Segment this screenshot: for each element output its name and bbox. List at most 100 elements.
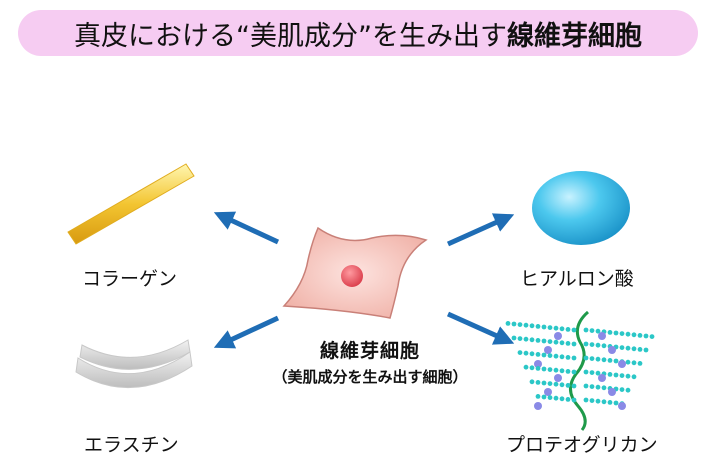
proteoglycan-chain-bead: [607, 358, 613, 363]
proteoglycan-chain-bead: [565, 369, 571, 374]
proteoglycan-chain-bead: [553, 381, 559, 387]
proteoglycan-chain-bead: [505, 321, 511, 326]
proteoglycan-chain-bead: [589, 398, 595, 403]
proteoglycan-chain-bead: [517, 322, 523, 327]
proteoglycan-chain-bead: [595, 356, 601, 362]
proteoglycan-chain-bead: [559, 382, 565, 388]
proteoglycan-chain-bead: [559, 340, 565, 346]
proteoglycan-chain-bead: [523, 336, 529, 342]
proteoglycan-chain-bead: [511, 321, 517, 327]
label-elastin: エラスチン: [84, 434, 179, 456]
proteoglycan-chain-bead: [601, 357, 607, 363]
proteoglycan-chain-bead: [625, 373, 631, 379]
proteoglycan-chain-bead: [535, 380, 541, 385]
proteoglycan-chain-bead: [565, 341, 571, 346]
collagen-icon: [67, 163, 195, 245]
proteoglycan-chain-bead: [631, 346, 637, 352]
proteoglycan-dot: [618, 402, 626, 410]
proteoglycan-chain-bead: [613, 330, 619, 336]
proteoglycan-chain-bead: [607, 400, 613, 405]
proteoglycan-core: [569, 310, 590, 431]
proteoglycan-chain-bead: [625, 359, 631, 365]
proteoglycan-chain-bead: [529, 323, 535, 329]
proteoglycan-chain-bead: [547, 367, 553, 372]
proteoglycan-chain-bead: [529, 365, 535, 371]
proteoglycan-chain-bead: [589, 356, 595, 361]
proteoglycan-chain-bead: [529, 337, 535, 343]
proteoglycan-chain-bead: [583, 341, 589, 347]
proteoglycan-chain-bead: [595, 328, 601, 334]
proteoglycan-chain-bead: [565, 327, 571, 332]
arrow-to-collagen: [213, 211, 280, 245]
fibroblast-name: 線維芽細胞: [319, 340, 420, 362]
proteoglycan-chain-bead: [625, 331, 631, 337]
fibroblast-cell-icon: [282, 226, 428, 319]
proteoglycan-chain-bead: [571, 383, 577, 389]
proteoglycan-dot: [534, 360, 542, 368]
proteoglycan-chain-bead: [529, 379, 535, 385]
proteoglycan-chain-bead: [601, 399, 607, 405]
proteoglycan-chain-bead: [649, 334, 655, 339]
fibroblast-subtitle: （美肌成分を生み出す細胞）: [272, 368, 468, 386]
proteoglycan-chain-bead: [583, 397, 589, 403]
proteoglycan-chain-bead: [595, 384, 601, 390]
arrows: [213, 211, 515, 349]
proteoglycan-chain-bead: [643, 347, 649, 353]
proteoglycan-chain-bead: [607, 372, 613, 377]
proteoglycan-chain-bead: [571, 327, 577, 333]
proteoglycan-chain-bead: [511, 335, 517, 341]
proteoglycan-chain-bead: [625, 387, 631, 393]
proteoglycan-chain-bead: [619, 373, 625, 378]
title-bold: 線維芽細胞: [506, 20, 642, 52]
proteoglycan-dot: [534, 402, 542, 410]
label-hyaluronic-acid: ヒアルロン酸: [520, 268, 634, 290]
proteoglycan-dot: [598, 332, 606, 340]
proteoglycan-chain-bead: [541, 352, 547, 358]
arrow-to-elastin: [213, 315, 280, 349]
proteoglycan-chain-bead: [559, 326, 565, 332]
proteoglycan-chain-bead: [619, 331, 625, 336]
proteoglycan-chain-bead: [571, 341, 577, 347]
proteoglycan-chain-bead: [619, 345, 625, 350]
proteoglycan-chain-bead: [535, 366, 541, 371]
proteoglycan-chain-bead: [571, 355, 577, 361]
proteoglycan-chain-bead: [541, 338, 547, 344]
proteoglycan-chain-bead: [517, 336, 523, 341]
proteoglycan-chain-bead: [595, 342, 601, 348]
proteoglycan-chain-bead: [553, 395, 559, 401]
proteoglycan-dot: [608, 346, 616, 354]
proteoglycan-chain-bead: [535, 352, 541, 357]
proteoglycan-chain-bead: [643, 333, 649, 339]
proteoglycan-chain-bead: [583, 355, 589, 361]
proteoglycan-chain-bead: [571, 369, 577, 375]
proteoglycan-dot: [554, 374, 562, 382]
proteoglycan-chain-bead: [589, 328, 595, 333]
proteoglycan-chain-bead: [595, 370, 601, 376]
proteoglycan-chain-bead: [637, 347, 643, 352]
proteoglycan-chain-bead: [553, 353, 559, 359]
proteoglycan-chain-bead: [523, 350, 529, 356]
proteoglycan-chain-bead: [613, 400, 619, 406]
proteoglycan-chain-bead: [559, 368, 565, 374]
elastin-icon: [75, 339, 193, 388]
proteoglycan-chain-bead: [583, 383, 589, 389]
proteoglycan-chain-bead: [547, 395, 553, 400]
proteoglycan-chain-bead: [541, 394, 547, 400]
proteoglycan-chain-bead: [589, 370, 595, 375]
proteoglycan-chain-bead: [631, 332, 637, 338]
proteoglycan-chain-bead: [589, 342, 595, 347]
proteoglycan-chain-bead: [601, 385, 607, 391]
proteoglycan-chain-bead: [637, 333, 643, 338]
arrow-to-hyaluronic: [446, 213, 515, 247]
proteoglycan-chain-bead: [541, 324, 547, 330]
proteoglycan-chain-bead: [625, 345, 631, 351]
proteoglycan-chain-bead: [547, 381, 553, 386]
proteoglycan-chain-bead: [595, 398, 601, 404]
label-proteoglycan: プロテオグリカン: [506, 434, 658, 456]
proteoglycan-chain-bead: [553, 325, 559, 331]
proteoglycan-chain-bead: [601, 343, 607, 349]
proteoglycan-chain-bead: [559, 354, 565, 360]
proteoglycan-chain-bead: [619, 387, 625, 392]
proteoglycan-chain-bead: [547, 325, 553, 330]
